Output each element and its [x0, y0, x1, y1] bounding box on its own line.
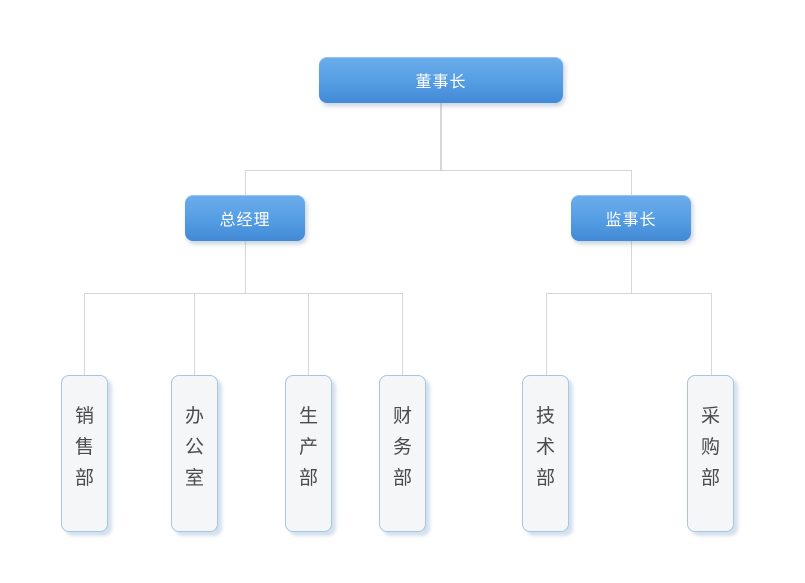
node-general-manager[interactable]: 总经理: [185, 195, 305, 241]
connector-drop-purchasing: [711, 293, 712, 375]
node-chairman-label: 董事长: [415, 74, 467, 91]
connector-drop-supervisor: [631, 170, 632, 196]
connector-level1-horizontal: [245, 170, 632, 171]
node-dept-production-label: 生产部: [298, 406, 318, 489]
connector-drop-technology: [546, 293, 547, 375]
node-dept-purchasing[interactable]: 采购部: [687, 375, 734, 532]
connector-drop-office: [194, 293, 195, 375]
node-dept-production[interactable]: 生产部: [285, 375, 332, 532]
node-general-manager-label: 总经理: [219, 212, 271, 229]
node-dept-office[interactable]: 办公室: [171, 375, 218, 532]
node-dept-finance[interactable]: 财务部: [379, 375, 426, 532]
connector-drop-production: [308, 293, 309, 375]
node-dept-office-label: 办公室: [184, 406, 204, 489]
connector-supervisor-trunk: [631, 241, 632, 293]
connector-gm-children-horizontal: [84, 293, 403, 294]
connector-general-manager-trunk: [245, 241, 246, 293]
node-dept-sales-label: 销售部: [74, 406, 94, 489]
node-dept-technology[interactable]: 技术部: [522, 375, 569, 532]
node-dept-finance-label: 财务部: [392, 406, 412, 489]
connector-drop-finance: [402, 293, 403, 375]
node-chairman[interactable]: 董事长: [319, 57, 563, 103]
connector-root-trunk: [440, 103, 442, 171]
node-supervisor[interactable]: 监事长: [571, 195, 691, 241]
node-supervisor-label: 监事长: [605, 212, 657, 229]
node-dept-technology-label: 技术部: [535, 406, 555, 489]
connector-supervisor-children-horizontal: [546, 293, 712, 294]
node-dept-purchasing-label: 采购部: [700, 406, 720, 489]
connector-drop-general-manager: [245, 170, 246, 196]
connector-drop-sales: [84, 293, 85, 375]
node-dept-sales[interactable]: 销售部: [61, 375, 108, 532]
